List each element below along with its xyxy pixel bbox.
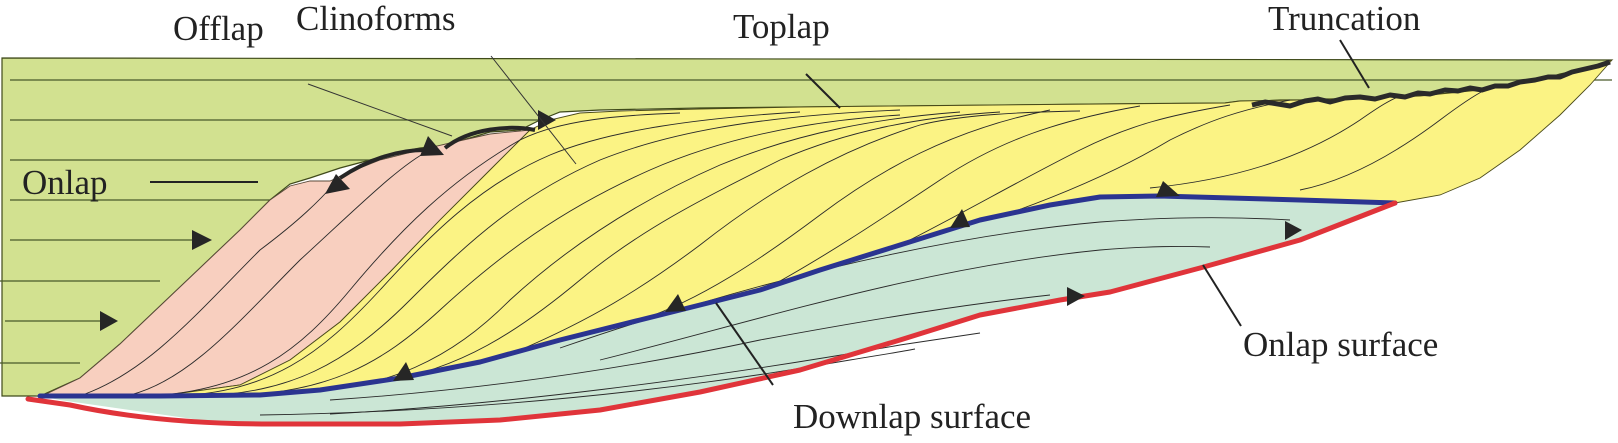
arrow-icon [100, 311, 118, 331]
arrow-icon [325, 174, 350, 194]
arrow-icon [420, 136, 444, 156]
truncation-line [1251, 59, 1611, 109]
arrow-icon [665, 294, 686, 312]
label-onlap: Onlap [22, 163, 108, 202]
arrow-icon [950, 209, 970, 228]
label-truncation: Truncation [1268, 0, 1420, 38]
label-offlap: Offlap [173, 9, 264, 48]
label-downlap-surface: Downlap surface [793, 397, 1031, 436]
clinoforms-leader [490, 55, 577, 165]
onlap-surface-line [25, 200, 1398, 427]
arrow-icon [393, 362, 414, 381]
onlap-surface-leader [1202, 264, 1242, 327]
arrow-icon [192, 230, 212, 250]
arrow-icon [538, 110, 556, 130]
clinoform-yellow-unit [149, 59, 1614, 397]
truncation-leader [1339, 39, 1370, 89]
arrow-icon [1156, 181, 1180, 197]
offlap-arrow-curve [338, 125, 536, 180]
arrow-icon [1067, 287, 1085, 306]
downlap-surface-line [37, 193, 1398, 399]
label-toplap: Toplap [733, 7, 830, 46]
downlap-surface-leader [715, 302, 774, 386]
offlap-leader [307, 83, 453, 137]
arrow-icon [1285, 221, 1302, 240]
label-onlap-surface: Onlap surface [1243, 325, 1438, 364]
toplap-leader [805, 73, 841, 109]
termination-arrows [100, 110, 1302, 381]
label-clinoforms: Clinoforms [296, 0, 455, 38]
